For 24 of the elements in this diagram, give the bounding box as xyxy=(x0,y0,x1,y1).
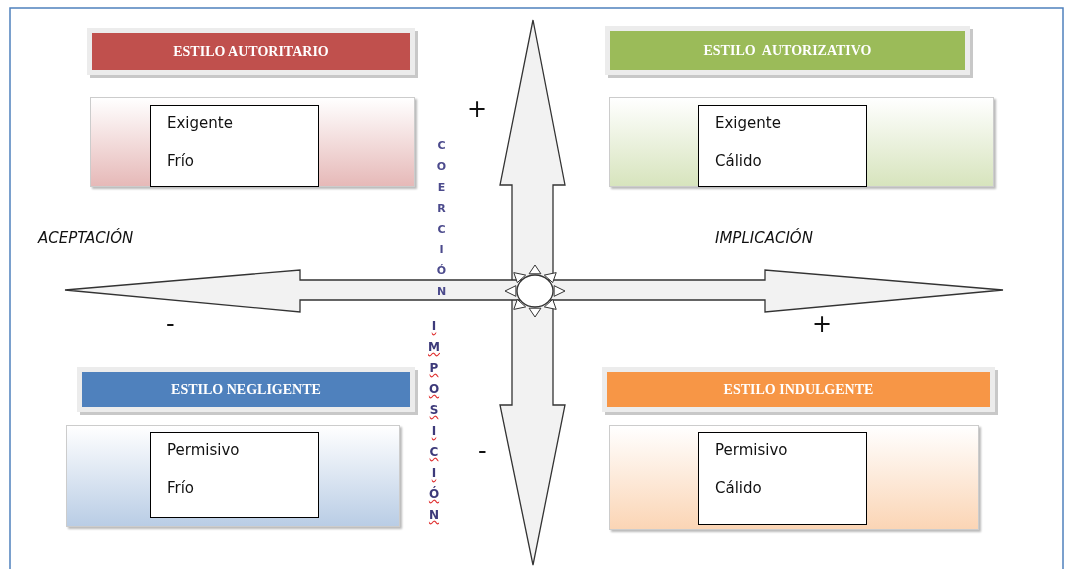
trait-box xyxy=(150,432,319,518)
trait-text: Exigente xyxy=(167,114,234,134)
style-panel xyxy=(90,97,415,187)
sign-label: - xyxy=(166,310,175,338)
sign-label: + xyxy=(467,95,488,123)
trait-box xyxy=(150,105,319,187)
trait-text: Frío xyxy=(167,152,196,172)
trait-box xyxy=(698,432,867,525)
axis-label: COERCIÓN xyxy=(436,138,447,301)
style-panel xyxy=(66,425,400,527)
sign-label: - xyxy=(478,437,487,465)
trait-text: Permisivo xyxy=(715,441,789,461)
trait-text: Exigente xyxy=(715,114,782,134)
axis-label: ACEPTACIÓN xyxy=(38,229,134,247)
axis-label: IMPLICACIÓN xyxy=(715,229,813,247)
trait-text: Cálido xyxy=(715,152,763,172)
style-panel xyxy=(609,425,979,530)
axis-label: IMPOSICIÓN xyxy=(428,318,440,524)
trait-text: Cálido xyxy=(715,479,763,499)
trait-text: Permisivo xyxy=(167,441,241,461)
trait-box xyxy=(698,105,867,187)
trait-text: Frío xyxy=(167,479,196,499)
style-panel xyxy=(609,97,994,187)
sign-label: + xyxy=(812,310,833,338)
